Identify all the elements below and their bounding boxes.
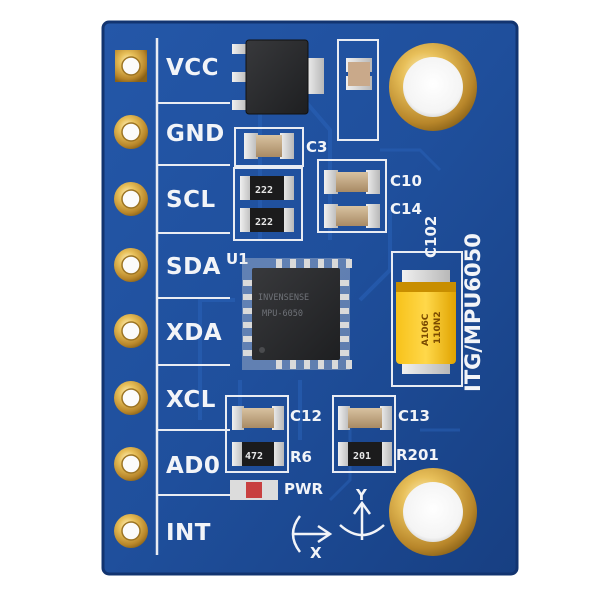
marking-222-b: 222 bbox=[255, 217, 273, 228]
pin-label-sda: SDA bbox=[166, 254, 221, 280]
capacitor-c14 bbox=[324, 204, 380, 228]
ic-pad bbox=[243, 308, 252, 314]
capacitor-c10 bbox=[324, 170, 380, 194]
header-pin-sda bbox=[114, 248, 148, 282]
ref-c13: C13 bbox=[398, 407, 430, 425]
ref-c14: C14 bbox=[390, 200, 422, 218]
ref-c102: C102 bbox=[422, 216, 440, 258]
silkscreen-lines bbox=[155, 38, 463, 555]
mounting-hole-bottom bbox=[389, 468, 477, 556]
header-pin-ad0 bbox=[114, 447, 148, 481]
ref-r6: R6 bbox=[290, 448, 312, 466]
header-pin-scl bbox=[114, 182, 148, 216]
ic-pad bbox=[340, 294, 349, 300]
header-pin-gnd bbox=[114, 115, 148, 149]
ref-c10: C10 bbox=[390, 172, 422, 190]
pin-labels: VCC GND SCL SDA XDA XCL AD0 INT bbox=[166, 55, 225, 546]
c102-label-group: C102 bbox=[422, 216, 440, 258]
ic-pad bbox=[340, 350, 349, 356]
mpu6050-chip: INVENSENSE MPU-6050 bbox=[242, 258, 352, 370]
ic-pad bbox=[243, 294, 252, 300]
ref-u1: U1 bbox=[226, 250, 249, 268]
ref-c3: C3 bbox=[306, 138, 327, 156]
header-pin-int bbox=[114, 514, 148, 548]
ic-pad bbox=[290, 360, 296, 369]
ic-pad bbox=[332, 259, 338, 268]
axis-label-x: X bbox=[310, 544, 322, 562]
voltage-regulator bbox=[232, 39, 324, 115]
ic-pad bbox=[290, 259, 296, 268]
pin-label-xcl: XCL bbox=[166, 387, 216, 413]
pin-label-scl: SCL bbox=[166, 187, 216, 213]
ic-pad bbox=[340, 322, 349, 328]
ic-pad bbox=[276, 360, 282, 369]
tantalum-marking-1: A106C bbox=[421, 313, 431, 346]
ic-pad bbox=[346, 259, 352, 268]
power-led bbox=[230, 480, 278, 500]
ic-pad bbox=[276, 259, 282, 268]
capacitor-c13 bbox=[338, 406, 392, 430]
chip-marking-line1: INVENSENSE bbox=[258, 293, 309, 303]
header-pin-xda bbox=[114, 314, 148, 348]
header-pin-vcc bbox=[115, 50, 147, 82]
resistor-222-a: 222 bbox=[240, 176, 294, 200]
mounting-hole-top bbox=[389, 43, 477, 131]
ic-pad bbox=[304, 259, 310, 268]
ic-pad bbox=[346, 360, 352, 369]
tantalum-marking-2: 110N2 bbox=[433, 311, 443, 344]
ic-pad bbox=[304, 360, 310, 369]
ic-pad bbox=[243, 280, 252, 286]
resistor-472: 472 bbox=[232, 442, 284, 466]
ic-pad bbox=[318, 259, 324, 268]
pin-label-gnd: GND bbox=[166, 121, 225, 147]
capacitor-c3 bbox=[244, 133, 294, 159]
chip-marking-line2: MPU-6050 bbox=[262, 309, 303, 319]
ic-pad bbox=[243, 350, 252, 356]
ic-pad bbox=[243, 322, 252, 328]
resistor-201: 201 bbox=[338, 442, 392, 466]
header-pins bbox=[114, 50, 148, 548]
header-pin-xcl bbox=[114, 381, 148, 415]
marking-472: 472 bbox=[245, 451, 263, 462]
pin-label-vcc: VCC bbox=[166, 55, 219, 81]
ic-pad bbox=[340, 336, 349, 342]
ref-c12: C12 bbox=[290, 407, 322, 425]
marking-222-a: 222 bbox=[255, 185, 273, 196]
ref-pwr: PWR bbox=[284, 480, 324, 498]
ic-pad bbox=[340, 280, 349, 286]
ic-pad bbox=[318, 360, 324, 369]
marking-201: 201 bbox=[353, 451, 371, 462]
ic-pad bbox=[243, 336, 252, 342]
pin-label-xda: XDA bbox=[166, 320, 222, 346]
pin-label-ad0: AD0 bbox=[166, 453, 220, 479]
axis-indicator bbox=[291, 500, 385, 553]
ic-pad bbox=[332, 360, 338, 369]
pin-label-int: INT bbox=[166, 520, 211, 546]
axis-label-y: Y bbox=[355, 486, 368, 504]
ic-pad bbox=[340, 308, 349, 314]
tantalum-capacitor: A106C 110N2 bbox=[396, 270, 456, 374]
capacitor-top bbox=[346, 58, 372, 90]
capacitor-c12 bbox=[232, 406, 284, 430]
title-group: ITG/MPU6050 bbox=[461, 233, 485, 392]
board-title: ITG/MPU6050 bbox=[461, 233, 485, 392]
resistor-222-b: 222 bbox=[240, 208, 294, 232]
ref-r201: R201 bbox=[396, 446, 439, 464]
